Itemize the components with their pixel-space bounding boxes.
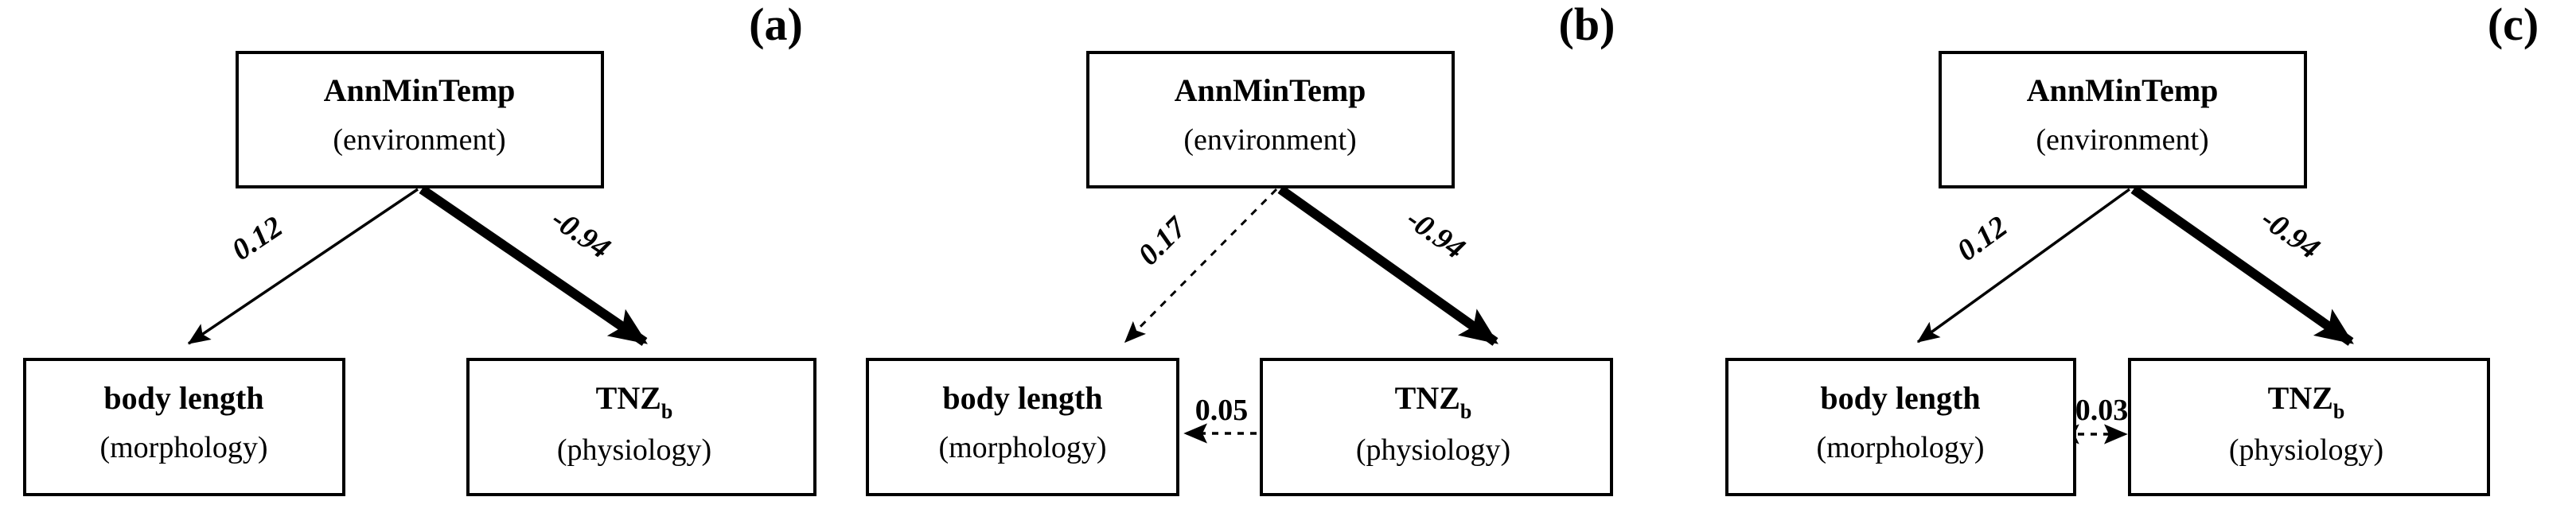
edge-physiology-to-morphology: 0.05 [1183, 394, 1257, 444]
edge-line [187, 188, 419, 345]
panel-b: (b) 0.17 -0.94 0.05 AnnMinTemp (environm… [859, 0, 1717, 528]
node-title-subscript: b [2333, 400, 2344, 423]
node-morphology[interactable]: body length (morphology) [23, 358, 345, 496]
node-physiology[interactable]: TNZb (physiology) [2128, 358, 2490, 496]
edge-coefficient-label: 0.03 [2075, 394, 2129, 427]
node-title: TNZb [596, 380, 673, 423]
node-level: (physiology) [1356, 433, 1510, 467]
edge-env-to-physiology: -0.94 [2130, 185, 2354, 346]
edge-line [2130, 185, 2354, 346]
edge-coefficient-label: -0.94 [1401, 202, 1471, 266]
edge-line [1916, 188, 2131, 344]
node-level: (environment) [1183, 123, 1356, 157]
node-level: (physiology) [2229, 433, 2383, 467]
node-box[interactable] [236, 51, 604, 188]
node-box[interactable] [466, 358, 816, 496]
node-level: (morphology) [938, 431, 1106, 464]
edge-line [1124, 188, 1278, 344]
node-level: (morphology) [99, 431, 267, 464]
node-title-subscript: b [1460, 400, 1471, 423]
node-box[interactable] [866, 358, 1179, 496]
panel-tag: (b) [1559, 0, 1615, 50]
panel-c: (c) 0.12 -0.94 0.03 AnnMinTemp (environm… [1717, 0, 2576, 528]
node-title: AnnMinTemp [324, 72, 516, 108]
node-level: (environment) [333, 123, 505, 157]
panel-tag: (c) [2488, 0, 2539, 50]
node-level: (morphology) [1816, 431, 1984, 464]
node-box[interactable] [1260, 358, 1613, 496]
edge-coefficient-label: -0.94 [545, 202, 616, 265]
node-box[interactable] [1939, 51, 2307, 188]
panel-a: (a) 0.12 -0.94 AnnMinTemp (environment) … [0, 0, 859, 528]
edge-line [1277, 185, 1498, 346]
node-physiology[interactable]: TNZb (physiology) [1260, 358, 1613, 496]
edge-env-to-physiology: -0.94 [1277, 185, 1498, 346]
node-morphology[interactable]: body length (morphology) [866, 358, 1179, 496]
node-environment[interactable]: AnnMinTemp (environment) [236, 51, 604, 188]
panel-tag: (a) [749, 0, 803, 50]
node-environment[interactable]: AnnMinTemp (environment) [1086, 51, 1455, 188]
node-morphology[interactable]: body length (morphology) [1725, 358, 2076, 496]
edge-coefficient-label: 0.05 [1195, 394, 1249, 427]
edge-line [419, 185, 648, 346]
node-box[interactable] [1086, 51, 1455, 188]
node-title-text: TNZ [596, 380, 661, 416]
edge-env-to-morphology: 0.17 [1124, 188, 1278, 344]
edge-env-to-physiology: -0.94 [419, 185, 648, 346]
edge-coefficient-label: 0.12 [226, 210, 289, 267]
node-title-text: TNZ [2268, 380, 2333, 416]
node-level: (environment) [2036, 123, 2208, 157]
edge-coefficient-label: 0.12 [1951, 210, 2014, 268]
edge-env-to-morphology: 0.12 [187, 188, 419, 345]
node-title: body length [103, 380, 263, 416]
edge-coefficient-label: 0.17 [1132, 210, 1194, 272]
node-title-subscript: b [661, 400, 672, 423]
node-title: body length [942, 380, 1102, 416]
node-box[interactable] [23, 358, 345, 496]
edge-morphology-physiology-covariance: 0.03 [2056, 394, 2129, 445]
node-title: TNZb [2268, 380, 2345, 423]
edge-coefficient-label: -0.94 [2254, 202, 2325, 266]
node-box[interactable] [2128, 358, 2490, 496]
node-title: AnnMinTemp [1175, 72, 1366, 108]
node-level: (physiology) [557, 433, 711, 467]
node-title: TNZb [1395, 380, 1472, 423]
node-title: AnnMinTemp [2027, 72, 2219, 108]
edge-env-to-morphology: 0.12 [1916, 188, 2131, 344]
node-physiology[interactable]: TNZb (physiology) [466, 358, 816, 496]
node-box[interactable] [1725, 358, 2076, 496]
node-title-text: TNZ [1395, 380, 1460, 416]
node-environment[interactable]: AnnMinTemp (environment) [1939, 51, 2307, 188]
node-title: body length [1820, 380, 1980, 416]
